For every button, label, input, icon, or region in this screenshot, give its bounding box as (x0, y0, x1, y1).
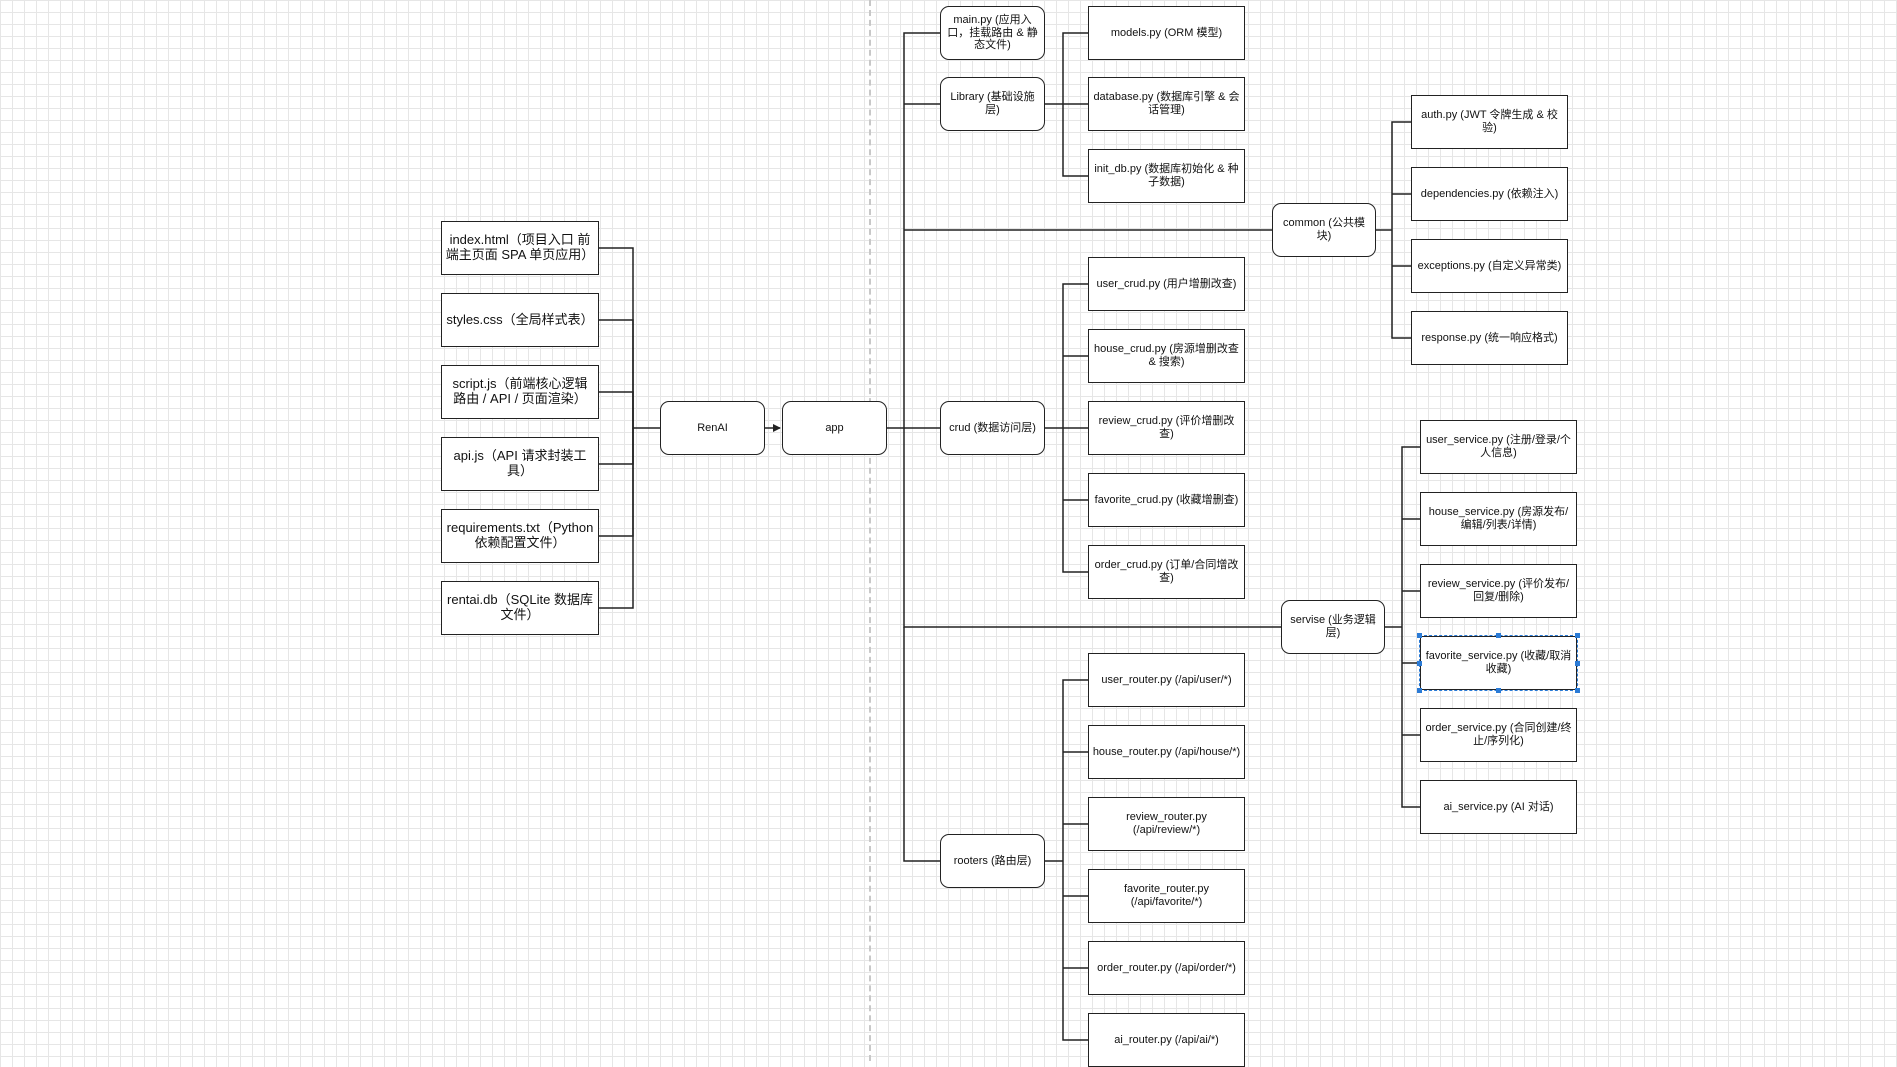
connector-requirements-txt (599, 428, 634, 537)
connector-common-children (1376, 121, 1411, 339)
servise-child-favorite-service-py[interactable]: favorite_service.py (收藏/取消收藏) (1419, 635, 1578, 691)
connector-crud-children (1045, 283, 1088, 573)
crud-child-user-crud-py[interactable]: user_crud.py (用户增删改查) (1088, 257, 1245, 311)
file-node-api-js[interactable]: api.js（API 请求封装工具） (441, 437, 599, 491)
crud-node[interactable]: crud (数据访问层) (940, 401, 1045, 455)
rooters-child-ai-router-py[interactable]: ai_router.py (/api/ai/*) (1088, 1013, 1245, 1067)
connector-script-js (599, 391, 634, 428)
common-child-auth-py[interactable]: auth.py (JWT 令牌生成 & 校验) (1411, 95, 1568, 149)
servise-child-review-service-py[interactable]: review_service.py (评价发布/回复/删除) (1420, 564, 1577, 618)
servise-child-house-service-py[interactable]: house_service.py (房源发布/编辑/列表/详情) (1420, 492, 1577, 546)
connector-app-rooters (903, 627, 940, 862)
crud-child-review-crud-py[interactable]: review_crud.py (评价增删改查) (1088, 401, 1245, 455)
root-node-renai[interactable]: RenAI (660, 401, 765, 455)
connector-api-js (599, 428, 634, 465)
file-node-script-js[interactable]: script.js（前端核心逻辑 路由 / API / 页面渲染） (441, 365, 599, 419)
connector-styles-css (599, 319, 634, 428)
connector-rooters-children (1045, 679, 1088, 1041)
file-node-rentai-db[interactable]: rentai.db（SQLite 数据库文件） (441, 581, 599, 635)
servise-child-ai-service-py[interactable]: ai_service.py (AI 对话) (1420, 780, 1577, 834)
crud-child-favorite-crud-py[interactable]: favorite_crud.py (收藏增删查) (1088, 473, 1245, 527)
rooters-child-favorite-router-py[interactable]: favorite_router.py (/api/favorite/*) (1088, 869, 1245, 923)
rooters-child-house-router-py[interactable]: house_router.py (/api/house/*) (1088, 725, 1245, 779)
crud-child-order-crud-py[interactable]: order_crud.py (订单/合同增改查) (1088, 545, 1245, 599)
connector-library-children (1045, 32, 1088, 177)
main-py-node[interactable]: main.py (应用入口，挂载路由 & 静态文件) (940, 6, 1045, 60)
common-child-dependencies-py[interactable]: dependencies.py (依赖注入) (1411, 167, 1568, 221)
rooters-node[interactable]: rooters (路由层) (940, 834, 1045, 888)
file-node-index-html[interactable]: index.html（项目入口 前端主页面 SPA 单页应用） (441, 221, 599, 275)
crud-child-house-crud-py[interactable]: house_crud.py (房源增删改查 & 搜索) (1088, 329, 1245, 383)
common-node[interactable]: common (公共模块) (1272, 203, 1376, 257)
file-node-requirements-txt[interactable]: requirements.txt（Python 依赖配置文件） (441, 509, 599, 563)
common-child-exceptions-py[interactable]: exceptions.py (自定义异常类) (1411, 239, 1568, 293)
library-child-models-py[interactable]: models.py (ORM 模型) (1088, 6, 1245, 60)
connector-index-html (599, 247, 660, 429)
rooters-child-order-router-py[interactable]: order_router.py (/api/order/*) (1088, 941, 1245, 995)
rooters-child-review-router-py[interactable]: review_router.py (/api/review/*) (1088, 797, 1245, 851)
connector-servise-children (1385, 446, 1420, 808)
rooters-child-user-router-py[interactable]: user_router.py (/api/user/*) (1088, 653, 1245, 707)
servise-node[interactable]: servise (业务逻辑层) (1281, 600, 1385, 654)
library-child-database-py[interactable]: database.py (数据库引擎 & 会话管理) (1088, 77, 1245, 131)
library-child-init-db-py[interactable]: init_db.py (数据库初始化 & 种子数据) (1088, 149, 1245, 203)
file-node-styles-css[interactable]: styles.css（全局样式表） (441, 293, 599, 347)
connector-rentai-db (599, 428, 634, 609)
servise-child-order-service-py[interactable]: order_service.py (合同创建/终止/序列化) (1420, 708, 1577, 762)
page-break-line (869, 0, 871, 1061)
app-node[interactable]: app (782, 401, 887, 455)
servise-child-user-service-py[interactable]: user_service.py (注册/登录/个人信息) (1420, 420, 1577, 474)
common-child-response-py[interactable]: response.py (统一响应格式) (1411, 311, 1568, 365)
library-node[interactable]: Library (基础设施层) (940, 77, 1045, 131)
